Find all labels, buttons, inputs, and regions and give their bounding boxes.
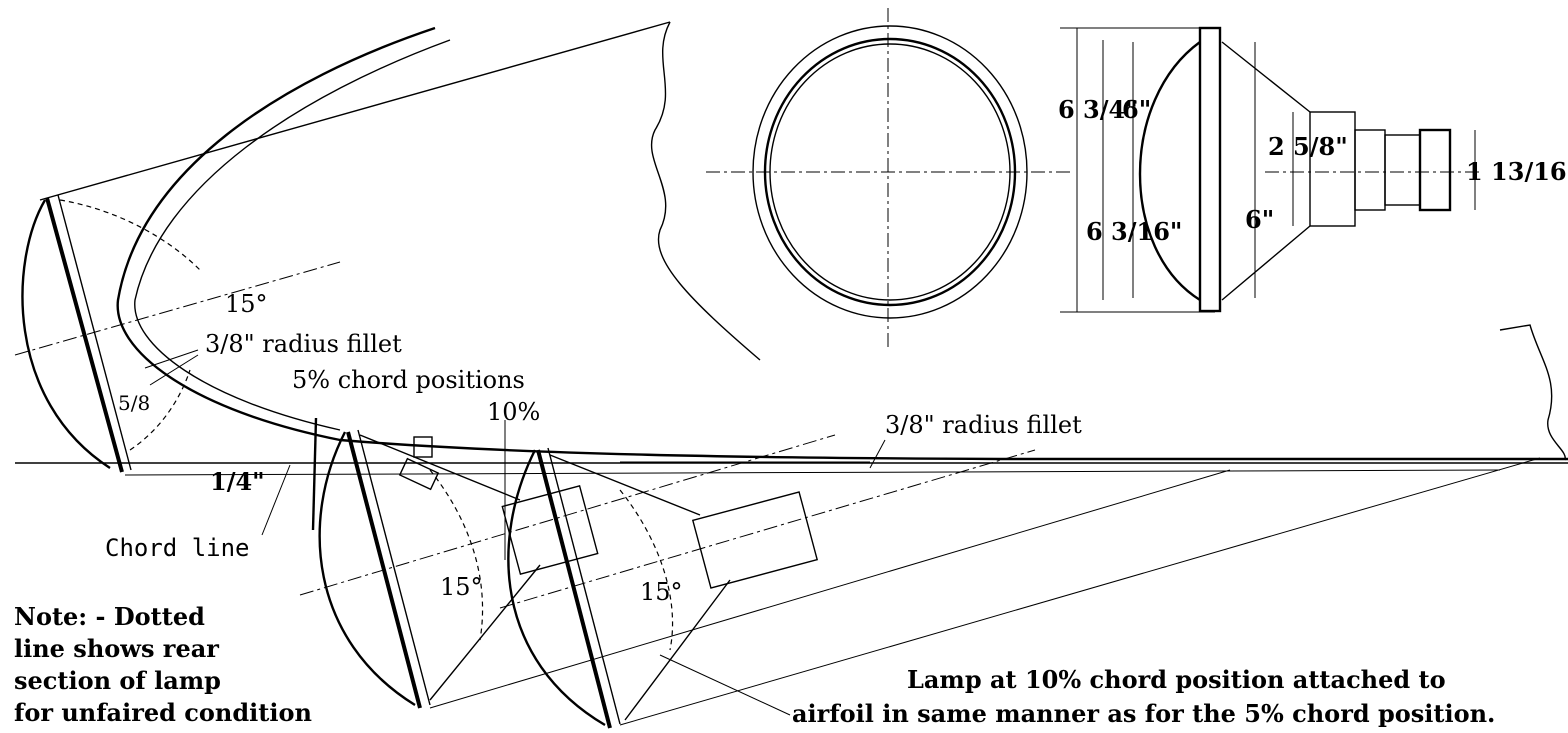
side-bowl [1138,41,1201,302]
label-angle-top: 15° [225,290,268,318]
lamp2-tag-a [413,436,433,458]
lamp2-rim-inner [357,429,431,706]
lamp3-trail-a [619,457,1541,726]
lamp2-bowl [318,431,416,707]
dim-label-6-3-4: 6 3/4" [1058,95,1138,124]
dim-label-6-3-16: 6 3/16" [1086,217,1182,246]
label-angle-lamp2: 15° [640,578,683,606]
caption-line-1: Lamp at 10% chord position attached to [907,665,1446,694]
leader-fillet-upper [144,349,199,369]
side-socket-2 [1384,134,1421,206]
lamp2-neck [501,484,599,576]
dim-label-1-13-16: 1 13/16" [1466,157,1568,186]
lamp3-bowl [507,449,606,727]
side-socket-1 [1354,129,1386,211]
note-line-1: Note: - Dotted [14,602,205,631]
lamp1-rim [45,197,124,473]
label-dim-5-8: 5/8 [118,391,150,415]
airfoil-break-line [650,21,761,361]
lamp-5-percent [299,417,836,709]
leader-lines [144,349,886,716]
leader-caption [659,654,791,716]
label-chord-5: 5% chord positions [292,366,525,394]
label-chord-line: Chord line [105,534,250,562]
lamp3-neck [691,491,819,589]
airfoil-inner-fillet [134,39,451,431]
label-dim-1-4: 1/4" [210,467,265,496]
airfoil-leading-edge [116,26,1568,461]
side-socket-3 [1418,128,1452,212]
lamp3-axis [499,449,1036,609]
leader-chord-line [261,464,291,536]
dim-label-6a: 6" [1122,95,1151,124]
lamp1-axis [14,261,341,356]
lamp2-axis [299,434,836,596]
label-fillet-lower: 3/8" radius fillet [885,411,1082,439]
note-line-3: section of lamp [14,666,221,695]
leader-fillet-lower [869,439,886,469]
airfoil-right-break [1499,324,1566,461]
lamp1-bowl [21,199,111,470]
note-line-4: for unfaired condition [14,698,312,727]
lamp-side-view [1060,26,1480,313]
lamp3-rear-dotted [619,489,674,651]
airfoil [15,21,1568,476]
dim-label-6b: 6" [1245,205,1274,234]
lamp2-tag-b [398,457,440,491]
lamp3-rim [536,449,612,729]
lamp2-cone [359,434,541,701]
airfoil-top-edge [39,21,671,201]
label-fillet-upper: 3/8" radius fillet [205,330,402,358]
lamp1-rear-dotted [59,199,201,451]
label-angle-lamp1: 15° [440,573,483,601]
lamp2-rear-dotted [429,469,484,641]
label-chord-10: 10% [487,398,540,426]
lamp3-rim-inner [547,447,621,725]
lamp-10-percent [429,447,1541,729]
note-line-2: line shows rear [14,634,219,663]
leader-fillet-upper-2 [149,354,199,386]
lamp3-cone [549,454,731,721]
lamp-front-view [706,8,1072,350]
lamp-leading-edge [14,194,341,473]
side-neck [1309,111,1356,227]
lower-trailing-line [124,469,1501,476]
lamp2-chord-tick [311,417,318,531]
caption-line-2: airfoil in same manner as for the 5% cho… [792,699,1495,728]
side-cone [1221,41,1311,301]
side-rim [1198,26,1222,313]
lamp3-trail-b [429,469,1231,709]
dim-label-2-5-8: 2 5/8" [1268,132,1348,161]
